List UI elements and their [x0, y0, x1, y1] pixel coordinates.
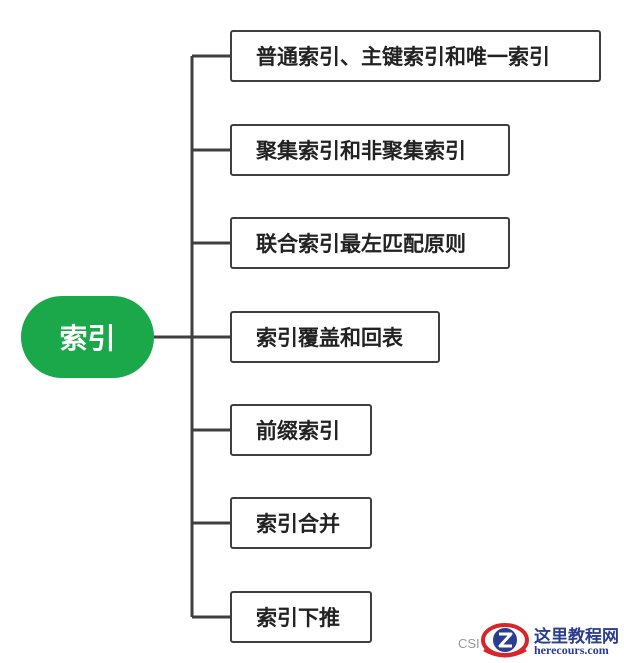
- watermark-prefix: CSI: [458, 636, 480, 651]
- branch-node-index-pushdown[interactable]: 索引下推: [230, 591, 372, 643]
- branch-node-normal-primary-unique-index[interactable]: 普通索引、主键索引和唯一索引: [230, 30, 601, 82]
- branch-node-leftmost-prefix[interactable]: 联合索引最左匹配原则: [230, 217, 510, 269]
- watermark-title: 这里教程网: [534, 627, 619, 647]
- watermark: CSI 这里教程网 herecours.com: [458, 618, 624, 663]
- root-node[interactable]: 索引: [21, 296, 154, 378]
- watermark-logo-icon: [481, 623, 529, 658]
- branch-node-prefix-index[interactable]: 前缀索引: [230, 404, 372, 456]
- watermark-url: herecours.com: [534, 643, 609, 657]
- branch-node-index-merge[interactable]: 索引合并: [230, 497, 372, 549]
- branch-node-covering-index[interactable]: 索引覆盖和回表: [230, 311, 440, 363]
- branch-node-clustered-index[interactable]: 聚集索引和非聚集索引: [230, 124, 510, 176]
